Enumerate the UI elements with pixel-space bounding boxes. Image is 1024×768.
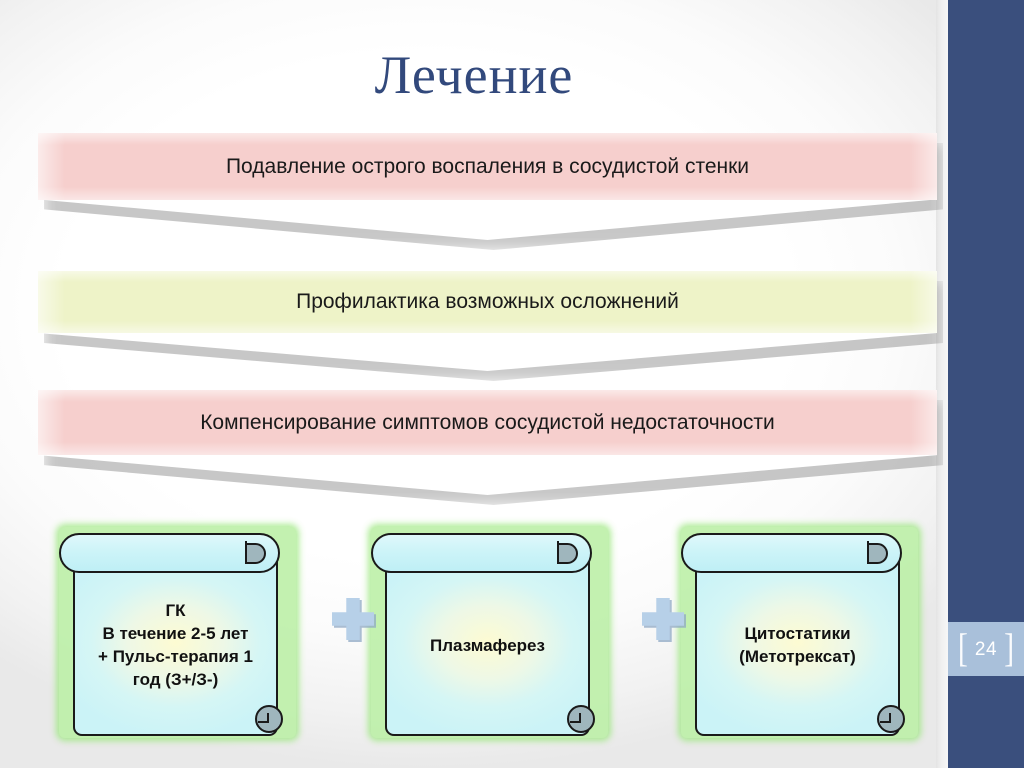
plus-icon-glyph-1 <box>332 598 374 640</box>
plus-icon-1 <box>332 598 376 642</box>
bracket-right-icon: ] <box>1004 626 1015 671</box>
bracket-left-icon: [ <box>957 626 968 671</box>
slide-title: Лечение <box>374 45 574 105</box>
sidebar-seam <box>936 0 948 768</box>
page-number-badge: [ 24 ] <box>948 622 1024 676</box>
scroll-bottom-curl-icon-3 <box>877 705 905 733</box>
plus-icon-2 <box>642 598 686 642</box>
scroll-card-2[interactable]: Плазмаферез <box>371 527 608 738</box>
scroll-bottom-curl-icon-2 <box>567 705 595 733</box>
page-number-value: 24 <box>974 638 998 660</box>
scroll-label-1: ГК В течение 2-5 лет + Пульс-терапия 1 г… <box>98 601 253 689</box>
scroll-sheet-1 <box>73 551 278 736</box>
banner-label-2: Профилактика возможных осложнений <box>296 290 679 313</box>
banner-row-1: Подавление острого воспаления в сосудист… <box>38 133 943 250</box>
scroll-bottom-curl-icon-1 <box>255 705 283 733</box>
scroll-label-2: Плазмаферез <box>430 635 545 655</box>
banner-chevron-2[interactable]: Профилактика возможных осложнений <box>38 271 937 333</box>
scroll-sheet-2 <box>385 551 590 736</box>
scroll-top-curl-icon-2 <box>557 543 578 564</box>
banner-row-3: Компенсирование симптомов сосудистой нед… <box>38 390 943 505</box>
banner-chevron-3[interactable]: Компенсирование симптомов сосудистой нед… <box>38 390 937 455</box>
banner-chevron-1[interactable]: Подавление острого воспаления в сосудист… <box>38 133 937 200</box>
scroll-card-1[interactable]: ГК В течение 2-5 лет + Пульс-терапия 1 г… <box>59 527 296 738</box>
scroll-top-roll-3 <box>681 533 902 573</box>
banner-row-2: Профилактика возможных осложнений <box>38 271 943 381</box>
scroll-top-roll-1 <box>59 533 280 573</box>
banner-label-1: Подавление острого воспаления в сосудист… <box>225 154 750 178</box>
scroll-bottom-curl-nick-2 <box>570 713 581 723</box>
scroll-card-3[interactable]: Цитостатики (Метотрексат) <box>681 527 918 738</box>
scroll-label-3: Цитостатики (Метотрексат) <box>739 624 856 666</box>
banner-label-3: Компенсирование симптомов сосудистой нед… <box>200 410 775 434</box>
scroll-bottom-curl-nick-3 <box>880 713 891 723</box>
scroll-sheet-3 <box>695 551 900 736</box>
plus-icon-glyph-2 <box>642 598 684 640</box>
scroll-top-curl-icon-1 <box>245 543 266 564</box>
scroll-bottom-curl-nick-1 <box>258 713 269 723</box>
scroll-top-roll-2 <box>371 533 592 573</box>
scroll-top-curl-icon-3 <box>867 543 888 564</box>
